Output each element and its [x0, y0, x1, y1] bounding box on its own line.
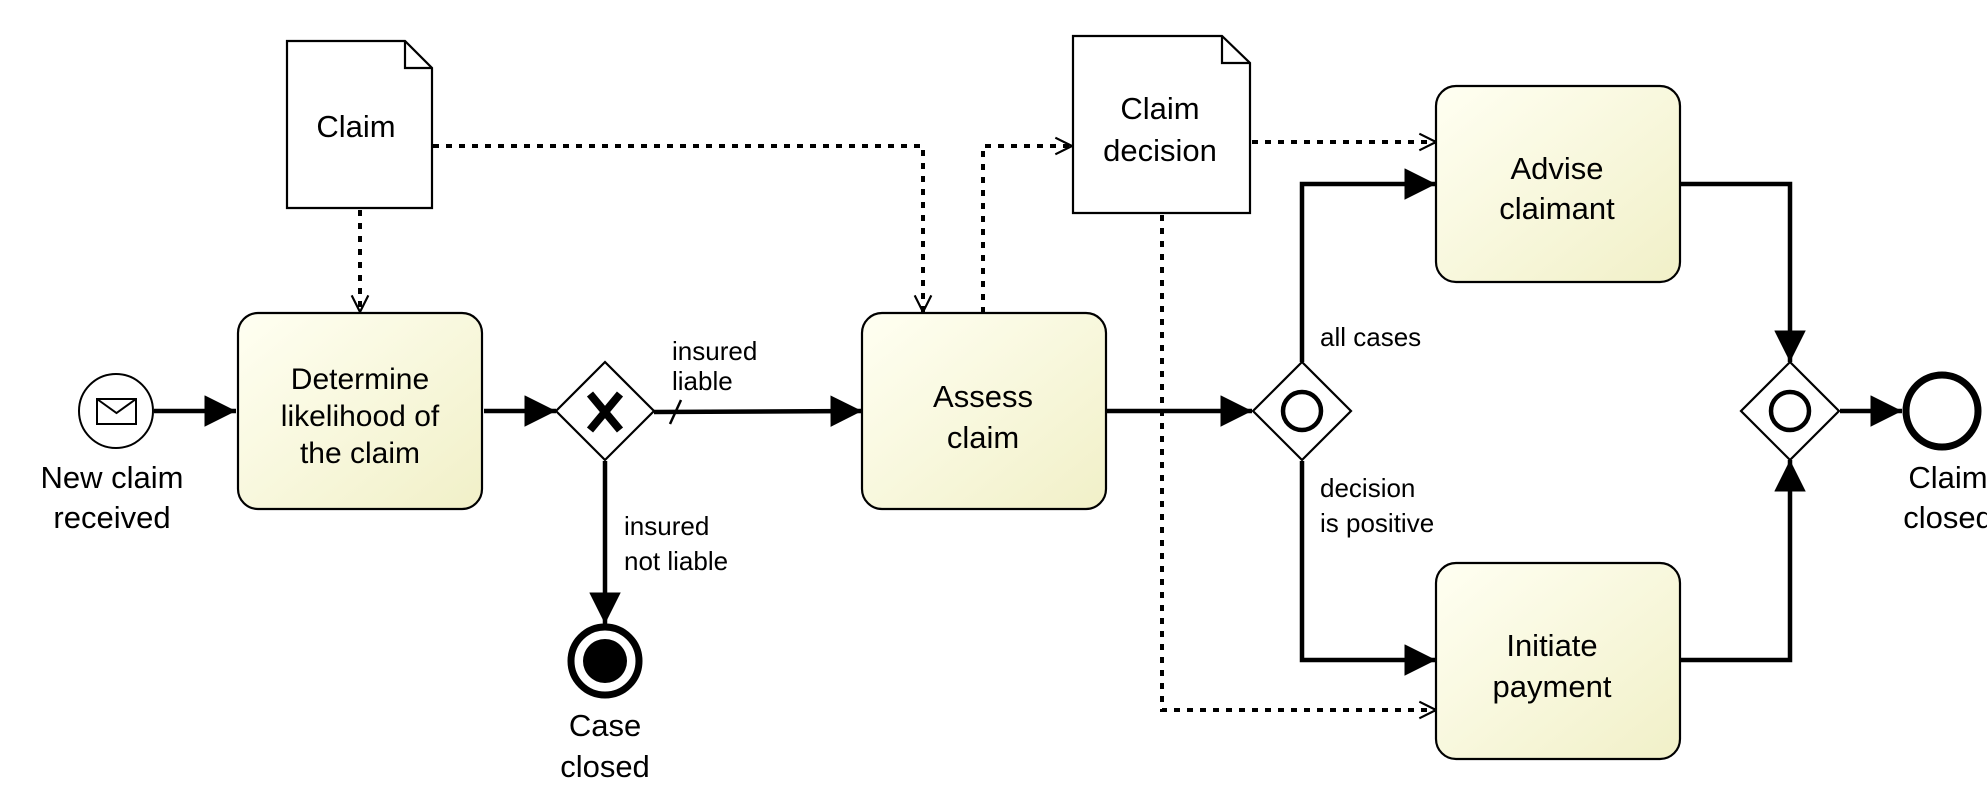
- flow-label-decision-positive-1: decision: [1320, 473, 1415, 503]
- flow-payment-to-join: [1680, 460, 1806, 663]
- data-object-claim[interactable]: Claim: [285, 39, 434, 210]
- start-event-new-claim[interactable]: New claim received: [41, 373, 184, 535]
- task-assess-label-1: Assess: [933, 379, 1033, 414]
- circle-marker-icon: [1768, 389, 1812, 433]
- flow-label-insured-liable: insured liable: [672, 336, 757, 396]
- terminate-marker-icon: [583, 639, 627, 683]
- flow-label-all-cases-1: all cases: [1320, 322, 1421, 352]
- start-event-label-2: received: [53, 500, 170, 535]
- flow-decision-positive: [1299, 461, 1436, 676]
- flow-label-insured-not-liable: insured not liable: [624, 511, 728, 576]
- flow-label-insured-liable-1: insured: [672, 336, 757, 366]
- data-object-claim-label: Claim: [316, 109, 395, 144]
- case-closed-label-1: Case: [569, 708, 641, 743]
- x-marker-icon: [586, 391, 624, 433]
- task-initiate-payment[interactable]: Initiate payment: [1434, 561, 1682, 761]
- data-object-claim-decision[interactable]: Claim decision: [1071, 34, 1252, 215]
- start-event-label-1: New claim: [41, 460, 184, 495]
- exclusive-gateway[interactable]: [554, 360, 656, 462]
- inclusive-gateway-split[interactable]: [1251, 360, 1353, 462]
- flow-label-all-cases: all cases: [1320, 322, 1421, 352]
- task-determine-label-2: likelihood of: [281, 400, 440, 433]
- envelope-icon: [96, 398, 137, 425]
- task-assess-label-2: claim: [947, 420, 1019, 455]
- data-object-claim-decision-label-2: decision: [1103, 133, 1217, 168]
- association-claim-to-assess: [433, 144, 923, 312]
- task-advise-label-2: claimant: [1499, 191, 1615, 226]
- association-decision-to-payment: [1160, 215, 1436, 710]
- flow-insured-liable: [653, 395, 863, 427]
- association-assess-to-decision: [981, 146, 1072, 313]
- end-event-case-closed[interactable]: Case closed: [560, 623, 650, 784]
- data-associations: [360, 142, 1436, 710]
- task-payment-label-1: Initiate: [1506, 628, 1597, 663]
- claim-closed-label-1: Claim: [1908, 460, 1987, 495]
- task-determine-label-3: the claim: [300, 437, 420, 470]
- task-advise-claimant[interactable]: Advise claimant: [1434, 84, 1682, 284]
- flow-advise-to-join: [1680, 181, 1806, 362]
- task-assess-claim[interactable]: Assess claim: [860, 311, 1108, 511]
- task-determine-label-1: Determine: [291, 363, 429, 396]
- task-payment-label-2: payment: [1493, 669, 1612, 704]
- flow-label-not-liable-2: not liable: [624, 546, 728, 576]
- end-event-claim-closed[interactable]: Claim closed: [1902, 371, 1987, 535]
- flow-label-not-liable-1: insured: [624, 511, 709, 541]
- flow-all-cases: [1299, 168, 1436, 362]
- data-object-claim-decision-label-1: Claim: [1120, 91, 1199, 126]
- inclusive-gateway-join[interactable]: [1739, 360, 1841, 462]
- task-advise-label-1: Advise: [1510, 151, 1603, 186]
- claim-closed-label-2: closed: [1903, 500, 1987, 535]
- case-closed-label-2: closed: [560, 749, 650, 784]
- task-determine-likelihood[interactable]: Determine likelihood of the claim: [236, 311, 484, 511]
- circle-marker-icon: [1280, 389, 1324, 433]
- default-flow-slash: [668, 399, 683, 425]
- flow-label-decision-positive-2: is positive: [1320, 508, 1434, 538]
- sequence-flows: [154, 168, 1902, 676]
- flow-label-decision-positive: decision is positive: [1320, 473, 1434, 538]
- flow-label-insured-liable-2: liable: [672, 366, 733, 396]
